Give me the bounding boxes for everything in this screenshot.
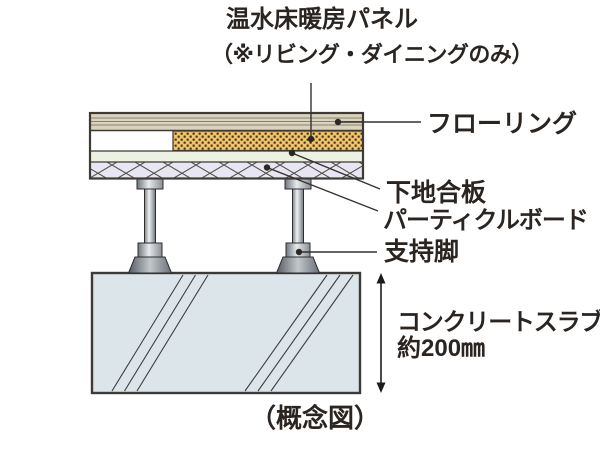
heating-panel-leader-dot [307,135,315,143]
support-leg-left [127,177,173,274]
base-plywood-leader-line [291,152,381,190]
support-leg-label: 支持脚 [384,238,460,266]
flooring-stripes [91,117,362,126]
base-plywood-label: 下地合板 [386,179,487,207]
arrowhead-down-icon [376,382,386,393]
leg-rod [292,188,304,244]
concrete-slab-body [90,271,362,395]
slab-thickness-label: 約200㎜ [397,335,486,362]
base-plywood-layer [90,151,363,162]
particle-board-texture [90,162,363,179]
particle-board-leader-dot [263,164,271,171]
concrete-slab-label: コンクリートスラブ [397,309,600,336]
concrete-slab [90,271,362,395]
heating-panel-label-line1: 温水床暖房パネル [226,6,418,33]
slab-hatch-lines [111,274,354,392]
leg-foot [127,256,173,274]
particle-board-label: パーティクルボード [383,207,589,234]
flooring-label: フローリング [427,110,578,138]
particle-board-leader-line [266,166,379,212]
caption-conceptual-diagram: （概念図） [250,403,381,433]
flooring-leader-dot [334,118,342,126]
heating-panel-texture [173,131,363,151]
support-leg-right [275,177,321,274]
heating-panel-label-line2: （※リビング・ダイニングのみ） [211,42,533,67]
floor-assembly-border [88,111,365,180]
slab-thickness-arrow [376,273,386,393]
leg-rod [144,188,156,244]
leg-top-block [136,177,164,190]
floor-assembly [88,111,365,180]
leg-foot [275,256,321,274]
support-leg-leader-dot [295,248,303,256]
leg-bottom-block [137,242,163,258]
arrowhead-up-icon [376,273,386,284]
base-plywood-leader-dot [288,149,296,157]
leader-lines [263,83,421,256]
